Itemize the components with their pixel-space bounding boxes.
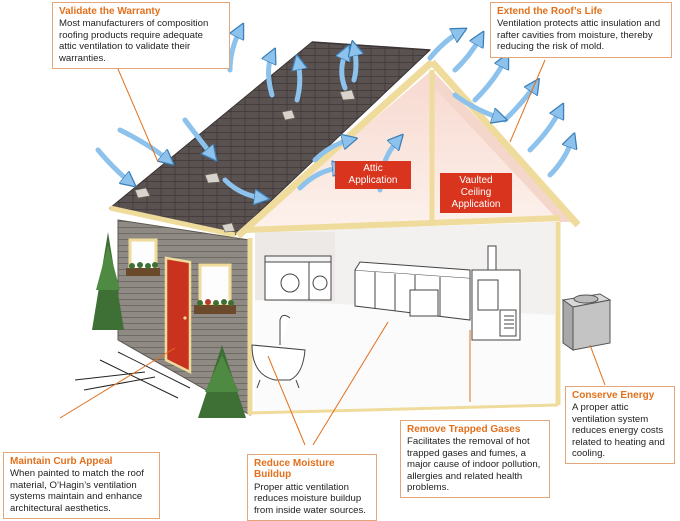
callout-remove-trapped-gases: Remove Trapped Gases Facilitates the rem…: [400, 420, 550, 499]
attic-application-tag: Attic Application: [335, 161, 411, 189]
callout-text: When painted to match the roof material,…: [10, 468, 144, 514]
callout-title: Extend the Roof’s Life: [497, 6, 603, 17]
washer-dryer: [264, 255, 332, 301]
vaulted-ceiling-label-1: Vaulted Ceiling: [459, 175, 493, 198]
tree-left: [92, 232, 124, 330]
front-door: [164, 256, 192, 375]
callout-text: A proper attic ventilation system reduce…: [572, 402, 665, 460]
rafter-left: [235, 59, 435, 239]
callout-text: Ventilation protects attic insulation an…: [497, 18, 661, 53]
callout-title: Conserve Energy: [572, 390, 655, 401]
roof-vent: [134, 187, 151, 199]
planter-box-right: [194, 305, 236, 314]
window-right: [198, 263, 232, 307]
bathtub: [251, 314, 306, 389]
planter-box-left: [126, 268, 160, 276]
ceiling-joist: [244, 215, 561, 233]
floor-edge: [249, 403, 559, 415]
attic-application-label: Attic Application: [348, 163, 398, 186]
callout-title: Reduce Moisture Buildup: [254, 458, 335, 481]
callout-title: Maintain Curb Appeal: [10, 456, 113, 467]
vaulted-ceiling-label-2: Application: [451, 199, 501, 210]
callout-text: Most manufacturers of composition roofin…: [59, 18, 209, 64]
callout-maintain-curb-appeal: Maintain Curb Appeal When painted to mat…: [3, 452, 160, 520]
roof-vent: [339, 89, 356, 101]
callout-title: Validate the Warranty: [59, 6, 161, 17]
furnace: [471, 245, 521, 341]
roof-vent: [281, 109, 296, 121]
callout-conserve-energy: Conserve Energy A proper attic ventilati…: [565, 386, 675, 465]
vaulted-ceiling-tag: Vaulted Ceiling Application: [440, 173, 512, 213]
window-left: [128, 238, 158, 274]
roof-vent: [204, 172, 221, 184]
callout-extend-roof-life: Extend the Roof’s Life Ventilation prote…: [490, 2, 672, 58]
ac-unit: [561, 293, 612, 351]
kitchen-counter: [354, 261, 471, 321]
callout-text: Proper attic ventilation reduces moistur…: [254, 481, 366, 516]
rafter-right: [429, 59, 581, 228]
leader-lines: [59, 59, 606, 446]
roof-vent: [221, 222, 236, 233]
tree-front: [198, 345, 246, 418]
callout-title: Remove Trapped Gases: [407, 424, 521, 435]
callout-text: Facilitates the removal of hot trapped g…: [407, 436, 541, 494]
callout-reduce-moisture: Reduce Moisture Buildup Proper attic ven…: [247, 454, 377, 521]
callout-validate-warranty: Validate the Warranty Most manufacturers…: [52, 2, 230, 70]
